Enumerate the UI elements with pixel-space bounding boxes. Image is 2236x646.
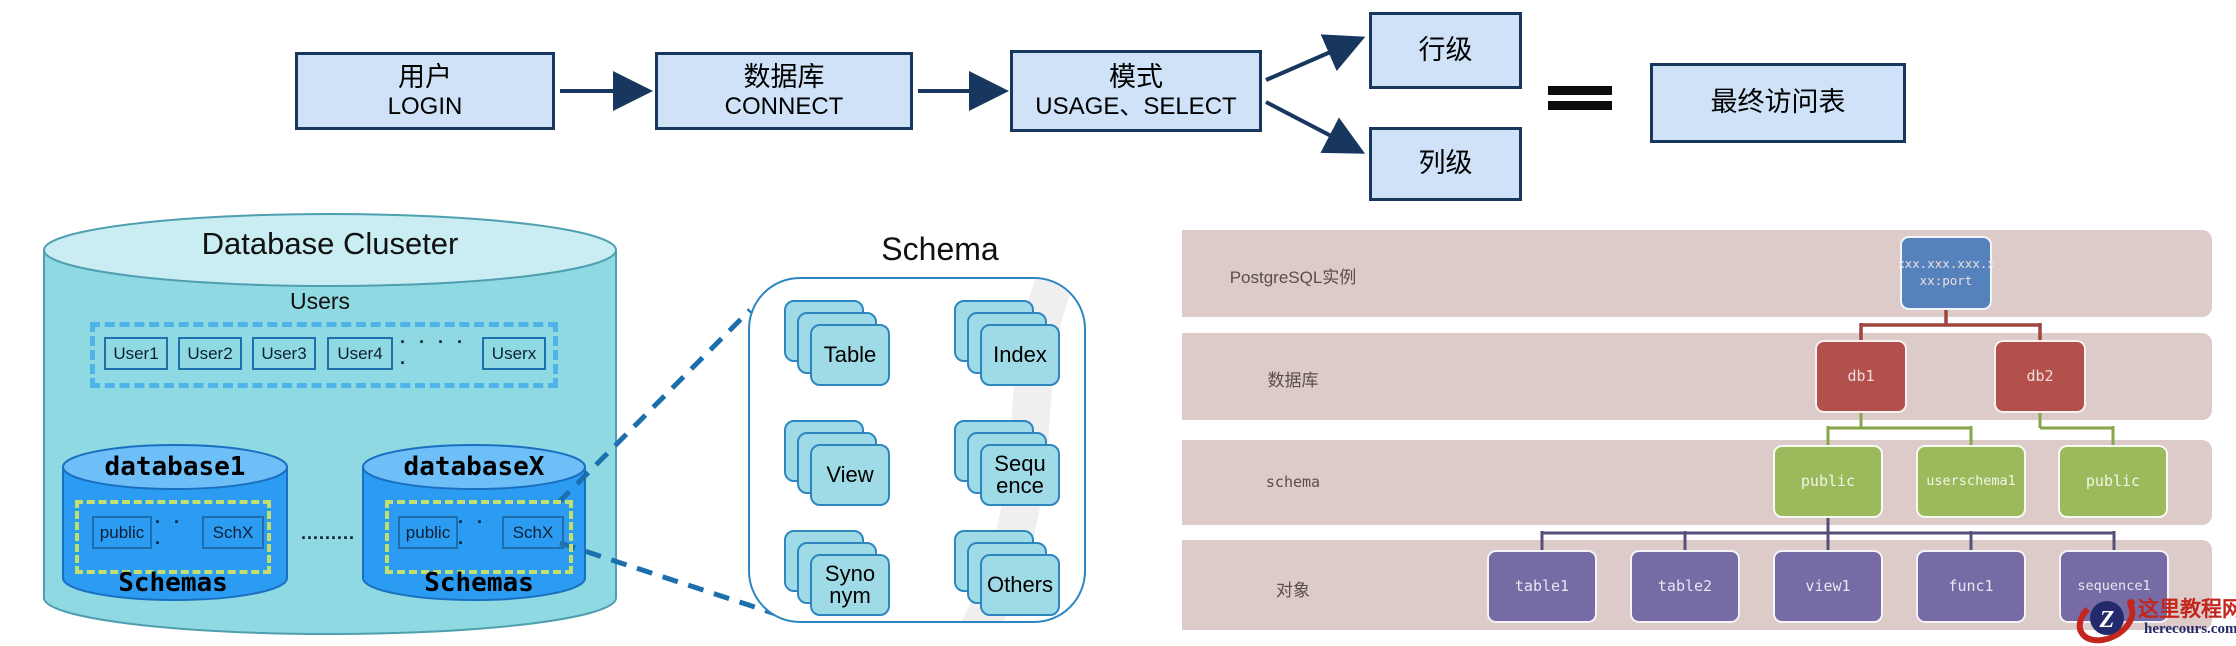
schema-node-public2: public (2058, 445, 2168, 518)
flow-box-row-level: 行级 (1369, 12, 1522, 89)
schema-to-object-connector (1540, 516, 2116, 550)
user-chip: User3 (252, 337, 316, 370)
index-stack: Index (954, 300, 1060, 386)
flow-box-mode: 模式 USAGE、SELECT (1010, 50, 1262, 132)
schemas-dashed-group (75, 500, 271, 574)
object-node-table1: table1 (1487, 550, 1597, 623)
databasex-label: databaseX (403, 452, 545, 482)
flow-box-column-level: 列级 (1369, 127, 1522, 201)
view-card-label: View (826, 462, 874, 487)
flow-box-row-level-label: 行级 (1418, 34, 1473, 65)
user-chip: User1 (104, 337, 168, 370)
schema-ellipsis: · · · (458, 512, 487, 553)
instance-to-db-connector (1859, 308, 2042, 340)
schema-chip: public (398, 516, 458, 549)
flow-arrows (560, 34, 1366, 154)
schema-chip: public (92, 516, 152, 549)
user-chip: Userx (482, 337, 546, 370)
schemas-label: Schemas (424, 568, 534, 598)
others-card-label: Others (986, 572, 1054, 597)
flow-box-database-title: 数据库 (743, 61, 825, 92)
band-instance (1182, 230, 2212, 317)
users-label: Users (289, 288, 351, 314)
view-stack: View (784, 420, 890, 506)
between-databases-ellipsis: ......... (300, 522, 355, 543)
row-label-schema: schema (1265, 473, 1321, 491)
db-to-schema-connector (1826, 411, 2115, 445)
flow-box-mode-subtitle: USAGE、SELECT (1035, 92, 1237, 120)
watermark-logo-icon: Z (2076, 594, 2136, 644)
index-card-label: Index (993, 342, 1047, 367)
schema-chip: SchX (502, 516, 564, 549)
sequence-stack: Sequ ence (954, 420, 1060, 506)
schema-panel: Table Index View Sequ ence Syno nym Othe… (748, 277, 1086, 623)
watermark-logo-letter: Z (2099, 607, 2115, 633)
row-label-database: 数据库 (1267, 371, 1319, 390)
instance-port: xx:port (1919, 273, 1973, 288)
table-card-label: Table (823, 342, 877, 367)
schemas-label: Schemas (118, 568, 228, 598)
band-schema (1182, 440, 2212, 525)
users-ellipsis: · · · · · (400, 332, 467, 373)
schema-zoom-dashed-lines (556, 308, 789, 621)
synonym-card-label: Syno nym (824, 561, 876, 608)
schema-node-userschema1: userschema1 (1916, 445, 2026, 518)
flow-box-user-title: 用户 (398, 61, 452, 92)
users-dashed-group (90, 322, 558, 388)
equals-icon (1548, 84, 1612, 112)
schema-chip: SchX (202, 516, 264, 549)
object-node-view1: view1 (1773, 550, 1883, 623)
schema-ellipsis: · · · (155, 512, 184, 553)
schemas-dashed-group (385, 500, 573, 574)
watermark-site-url: herecours.com (2144, 621, 2236, 637)
row-label-instance: PostgreSQL实例 (1229, 268, 1357, 287)
cluster-title: Database Cluseter (201, 226, 459, 261)
row-label-object: 对象 (1276, 581, 1310, 600)
object-node-table2: table2 (1630, 550, 1740, 623)
schema-panel-title: Schema (881, 231, 999, 267)
sequence-card-label: Sequ ence (994, 451, 1046, 498)
table-stack: Table (784, 300, 890, 386)
object-node-func1: func1 (1916, 550, 2026, 623)
others-stack: Others (954, 530, 1060, 616)
flow-box-database: 数据库 CONNECT (655, 52, 913, 130)
flow-box-user-subtitle: LOGIN (387, 92, 463, 120)
flow-box-user: 用户 LOGIN (295, 52, 555, 130)
flow-box-database-subtitle: CONNECT (724, 92, 844, 120)
synonym-stack: Syno nym (784, 530, 890, 616)
flow-box-column-level-label: 列级 (1418, 148, 1473, 179)
instance-ip: xxx.xxx.xxx.x (1897, 256, 1995, 272)
flow-box-final-table: 最终访问表 (1650, 63, 1906, 143)
user-chip: User2 (178, 337, 242, 370)
db1-node: db1 (1815, 340, 1907, 413)
database1-label: database1 (104, 452, 246, 482)
schema-node-public1: public (1773, 445, 1883, 518)
user-chip: User4 (327, 337, 393, 370)
site-watermark: Z 这里教程网 herecours.com (2076, 592, 2236, 646)
flow-box-final-table-label: 最终访问表 (1710, 87, 1846, 118)
flow-box-mode-title: 模式 (1109, 61, 1163, 92)
db2-node: db2 (1994, 340, 2086, 413)
watermark-site-name: 这里教程网 (2138, 597, 2236, 621)
instance-node: xxx.xxx.xxx.x xx:port (1897, 236, 1995, 310)
